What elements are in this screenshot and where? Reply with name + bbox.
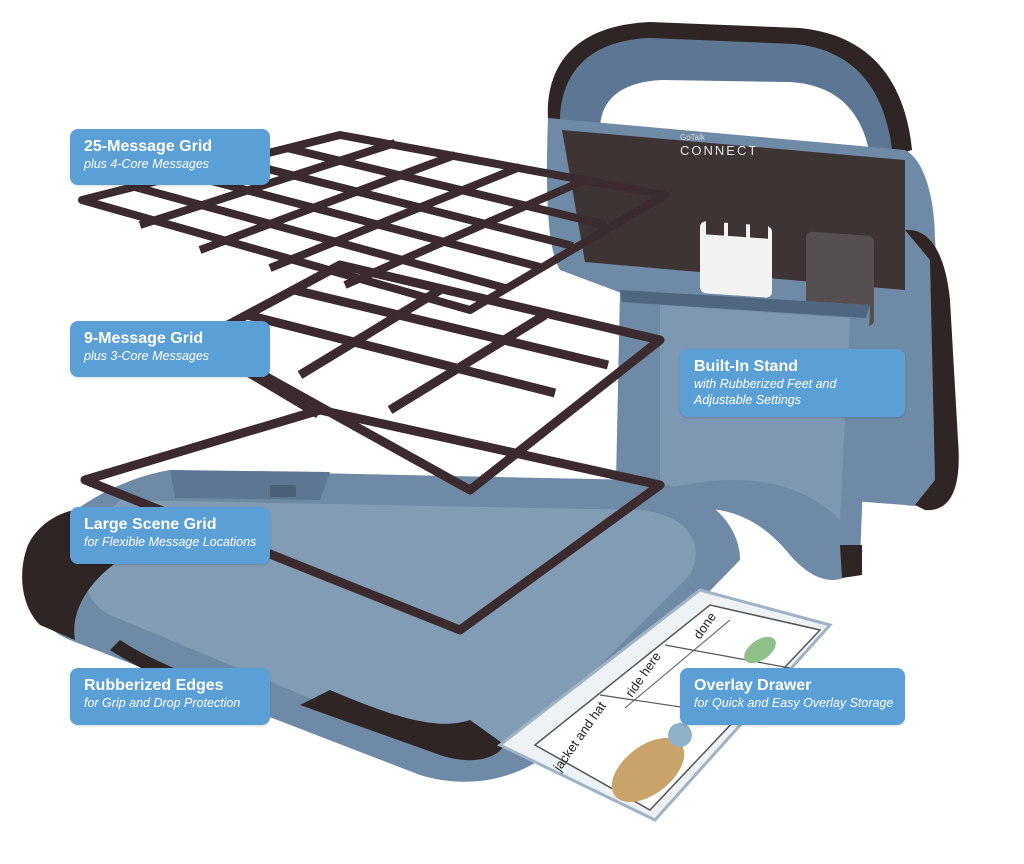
callout-title: 25-Message Grid (84, 138, 213, 155)
callout-subtitle: plus 4-Core Messages (84, 157, 210, 171)
rubber-corner-bottom (300, 690, 505, 761)
nine-message-grid (195, 260, 665, 495)
callout-large-scene-grid: Large Scene Grid for Flexible Message Lo… (70, 507, 270, 564)
brand-name-text: CONNECT (680, 143, 758, 158)
callout-built-in-stand: Built-In Stand with Rubberized Feet and … (680, 349, 905, 417)
callout-title: Built-In Stand (694, 358, 798, 375)
stand-foot-right (840, 545, 862, 578)
callout-title: Large Scene Grid (84, 516, 217, 533)
callout-subtitle: plus 3-Core Messages (84, 349, 210, 363)
callout-subtitle: for Flexible Message Locations (84, 535, 257, 549)
callout-overlay-drawer: Overlay Drawer for Quick and Easy Overla… (680, 668, 905, 725)
rubber-edge-right (905, 229, 959, 511)
callout-title: Rubberized Edges (84, 677, 224, 694)
callout-title: 9-Message Grid (84, 330, 204, 347)
callout-25-message-grid: 25-Message Grid plus 4-Core Messages (70, 129, 270, 185)
callout-subtitle-line1: with Rubberized Feet and (694, 377, 837, 391)
callout-subtitle: for Grip and Drop Protection (84, 696, 241, 710)
callout-subtitle-line2: Adjustable Settings (694, 393, 802, 407)
callout-title: Overlay Drawer (694, 677, 812, 694)
callout-9-message-grid: 9-Message Grid plus 3-Core Messages (70, 321, 270, 377)
callout-rubberized-edges: Rubberized Edges for Grip and Drop Prote… (70, 668, 270, 725)
callout-subtitle: for Quick and Easy Overlay Storage (694, 696, 894, 710)
overlay-drawer: done ride here jacket and hat (497, 588, 833, 822)
large-scene-grid (80, 405, 665, 635)
brand-small-text: GoTalk (680, 133, 706, 142)
